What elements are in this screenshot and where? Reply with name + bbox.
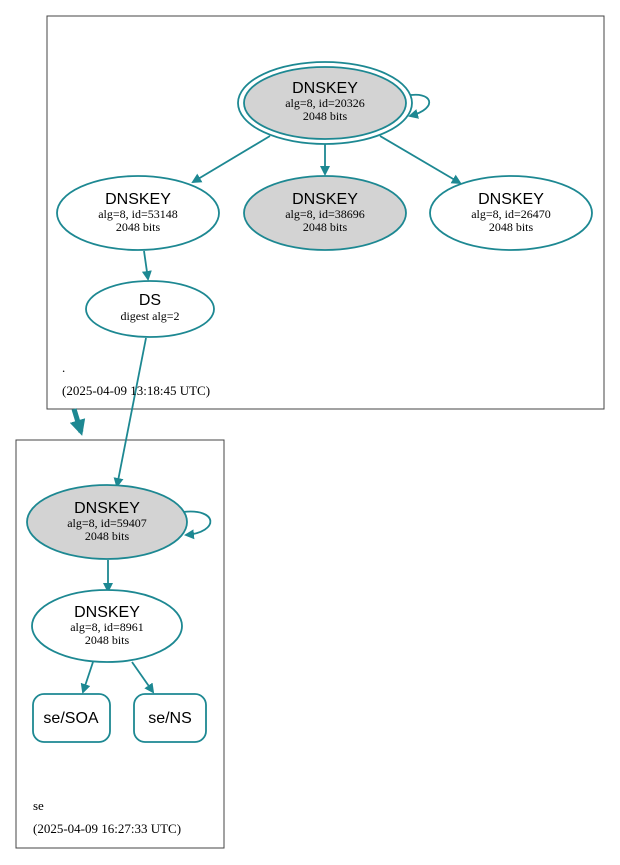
se-zsk-node: DNSKEY alg=8, id=8961 2048 bits (31, 589, 183, 663)
root-ds-node: DS digest alg=2 (85, 280, 215, 338)
node-detail: 2048 bits (85, 633, 130, 647)
node-detail: alg=8, id=59407 (67, 516, 147, 530)
node-detail: alg=8, id=20326 (285, 96, 365, 110)
edge-ds-to-se-ksk (113, 337, 147, 488)
node-title: DNSKEY (478, 191, 544, 208)
se-ksk-node: DNSKEY alg=8, id=59407 2048 bits (26, 484, 188, 560)
node-title: DNSKEY (74, 604, 140, 621)
node-title: se/SOA (43, 710, 98, 727)
root-ksk-self-sign-edge (405, 93, 431, 119)
node-detail: digest alg=2 (120, 309, 179, 323)
edge-se-zsk-to-soa (80, 661, 94, 694)
se-ksk-self-sign-edge (182, 510, 212, 540)
root-ksk-node: DNSKEY alg=8, id=20326 2048 bits (237, 61, 413, 145)
edge-se-zsk-to-ns (131, 661, 155, 694)
edge-ksk-to-zsk3 (379, 135, 462, 185)
node-title: DNSKEY (105, 191, 171, 208)
root-zsk3-node: DNSKEY alg=8, id=26470 2048 bits (429, 175, 593, 251)
node-title: DNSKEY (292, 80, 358, 97)
node-detail: alg=8, id=26470 (471, 207, 551, 221)
se-zone-timestamp: (2025-04-09 16:27:33 UTC) (33, 821, 181, 836)
root-zone-timestamp: (2025-04-09 13:18:45 UTC) (62, 383, 210, 398)
root-zone-label: . (62, 360, 65, 375)
node-title: DS (139, 292, 161, 309)
node-detail: alg=8, id=38696 (285, 207, 365, 221)
delegation-arrow (69, 408, 86, 436)
root-zsk2-node: DNSKEY alg=8, id=38696 2048 bits (243, 175, 407, 251)
node-detail: 2048 bits (303, 220, 348, 234)
node-title: DNSKEY (292, 191, 358, 208)
node-detail: 2048 bits (489, 220, 534, 234)
se-zone-label: se (33, 798, 44, 813)
edge-ksk-to-zsk1 (191, 135, 271, 184)
node-detail: alg=8, id=8961 (70, 620, 144, 634)
se-soa-node: se/SOA (32, 693, 111, 743)
se-ns-node: se/NS (133, 693, 207, 743)
root-zsk1-node: DNSKEY alg=8, id=53148 2048 bits (56, 175, 220, 251)
node-detail: alg=8, id=53148 (98, 207, 178, 221)
node-detail: 2048 bits (116, 220, 161, 234)
node-detail: 2048 bits (85, 529, 130, 543)
node-detail: 2048 bits (303, 109, 348, 123)
node-title: DNSKEY (74, 500, 140, 517)
node-title: se/NS (148, 710, 192, 727)
edge-zsk1-to-ds (141, 250, 152, 281)
